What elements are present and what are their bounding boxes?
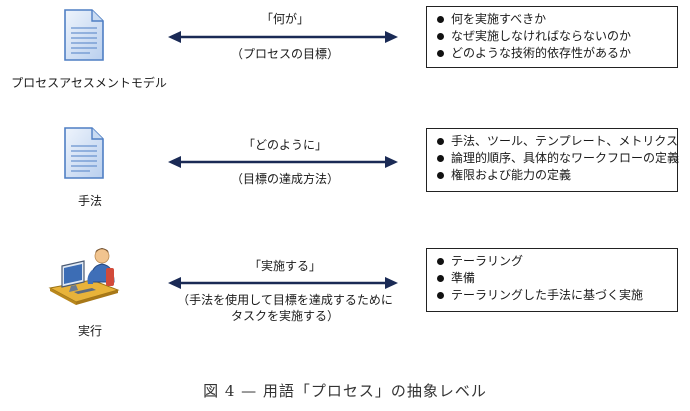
bullet-item: 準備 — [437, 270, 669, 287]
bullet-dot-icon — [437, 172, 444, 179]
bullet-dot-icon — [437, 16, 444, 23]
bullet-item: テーラリングした手法に基づく実施 — [437, 287, 669, 304]
arrow-label-what: 「何が」 — [260, 12, 309, 26]
bullet-dot-icon — [437, 258, 444, 265]
bullet-item: 権限および能力の定義 — [437, 167, 669, 184]
bullet-dot-icon — [437, 50, 444, 57]
bullet-item: 手法、ツール、テンプレート、メトリクス — [437, 133, 678, 150]
document-icon — [62, 8, 106, 62]
arrow-label-how: 「どのように」 — [242, 138, 327, 152]
double-arrow-3 — [168, 276, 398, 290]
row-label-method: 手法 — [77, 194, 102, 208]
document-icon — [62, 126, 106, 180]
row-label-assessment-model: プロセスアセスメントモデル — [11, 76, 167, 90]
bullet-item: テーラリング — [437, 253, 669, 270]
figure-caption: 図 4 — 用語「プロセス」の抽象レベル — [203, 382, 487, 400]
bullet-item: 何を実施すべきか — [437, 11, 669, 28]
bullet-box-how: 手法、ツール、テンプレート、メトリクス 論理的順序、具体的なワークフローの定義 … — [426, 128, 679, 192]
bullet-box-do: テーラリング 準備 テーラリングした手法に基づく実施 — [426, 248, 678, 312]
bullet-item: なぜ実施しなければならないのか — [437, 28, 669, 45]
arrow-sublabel-goal: （プロセスの目標） — [230, 47, 339, 61]
bullet-dot-icon — [437, 33, 444, 40]
bullet-item: 論理的順序、具体的なワークフローの定義 — [437, 150, 679, 167]
arrow-label-do: 「実施する」 — [248, 259, 321, 273]
bullet-dot-icon — [437, 138, 444, 145]
row-label-execution: 実行 — [77, 324, 102, 338]
arrow-sublabel-execute: （手法を使用して目標を達成するためにタスクを実施する） — [177, 293, 393, 323]
arrow-sublabel-method: （目標の達成方法） — [230, 172, 339, 186]
bullet-item: どのような技術的依存性があるか — [437, 45, 669, 62]
bullet-dot-icon — [437, 155, 444, 162]
bullet-dot-icon — [437, 275, 444, 282]
double-arrow-2 — [168, 155, 398, 169]
bullet-box-what: 何を実施すべきか なぜ実施しなければならないのか どのような技術的依存性があるか — [426, 6, 678, 68]
bullet-dot-icon — [437, 292, 444, 299]
person-at-computer-icon — [48, 244, 120, 306]
double-arrow-1 — [168, 30, 398, 44]
